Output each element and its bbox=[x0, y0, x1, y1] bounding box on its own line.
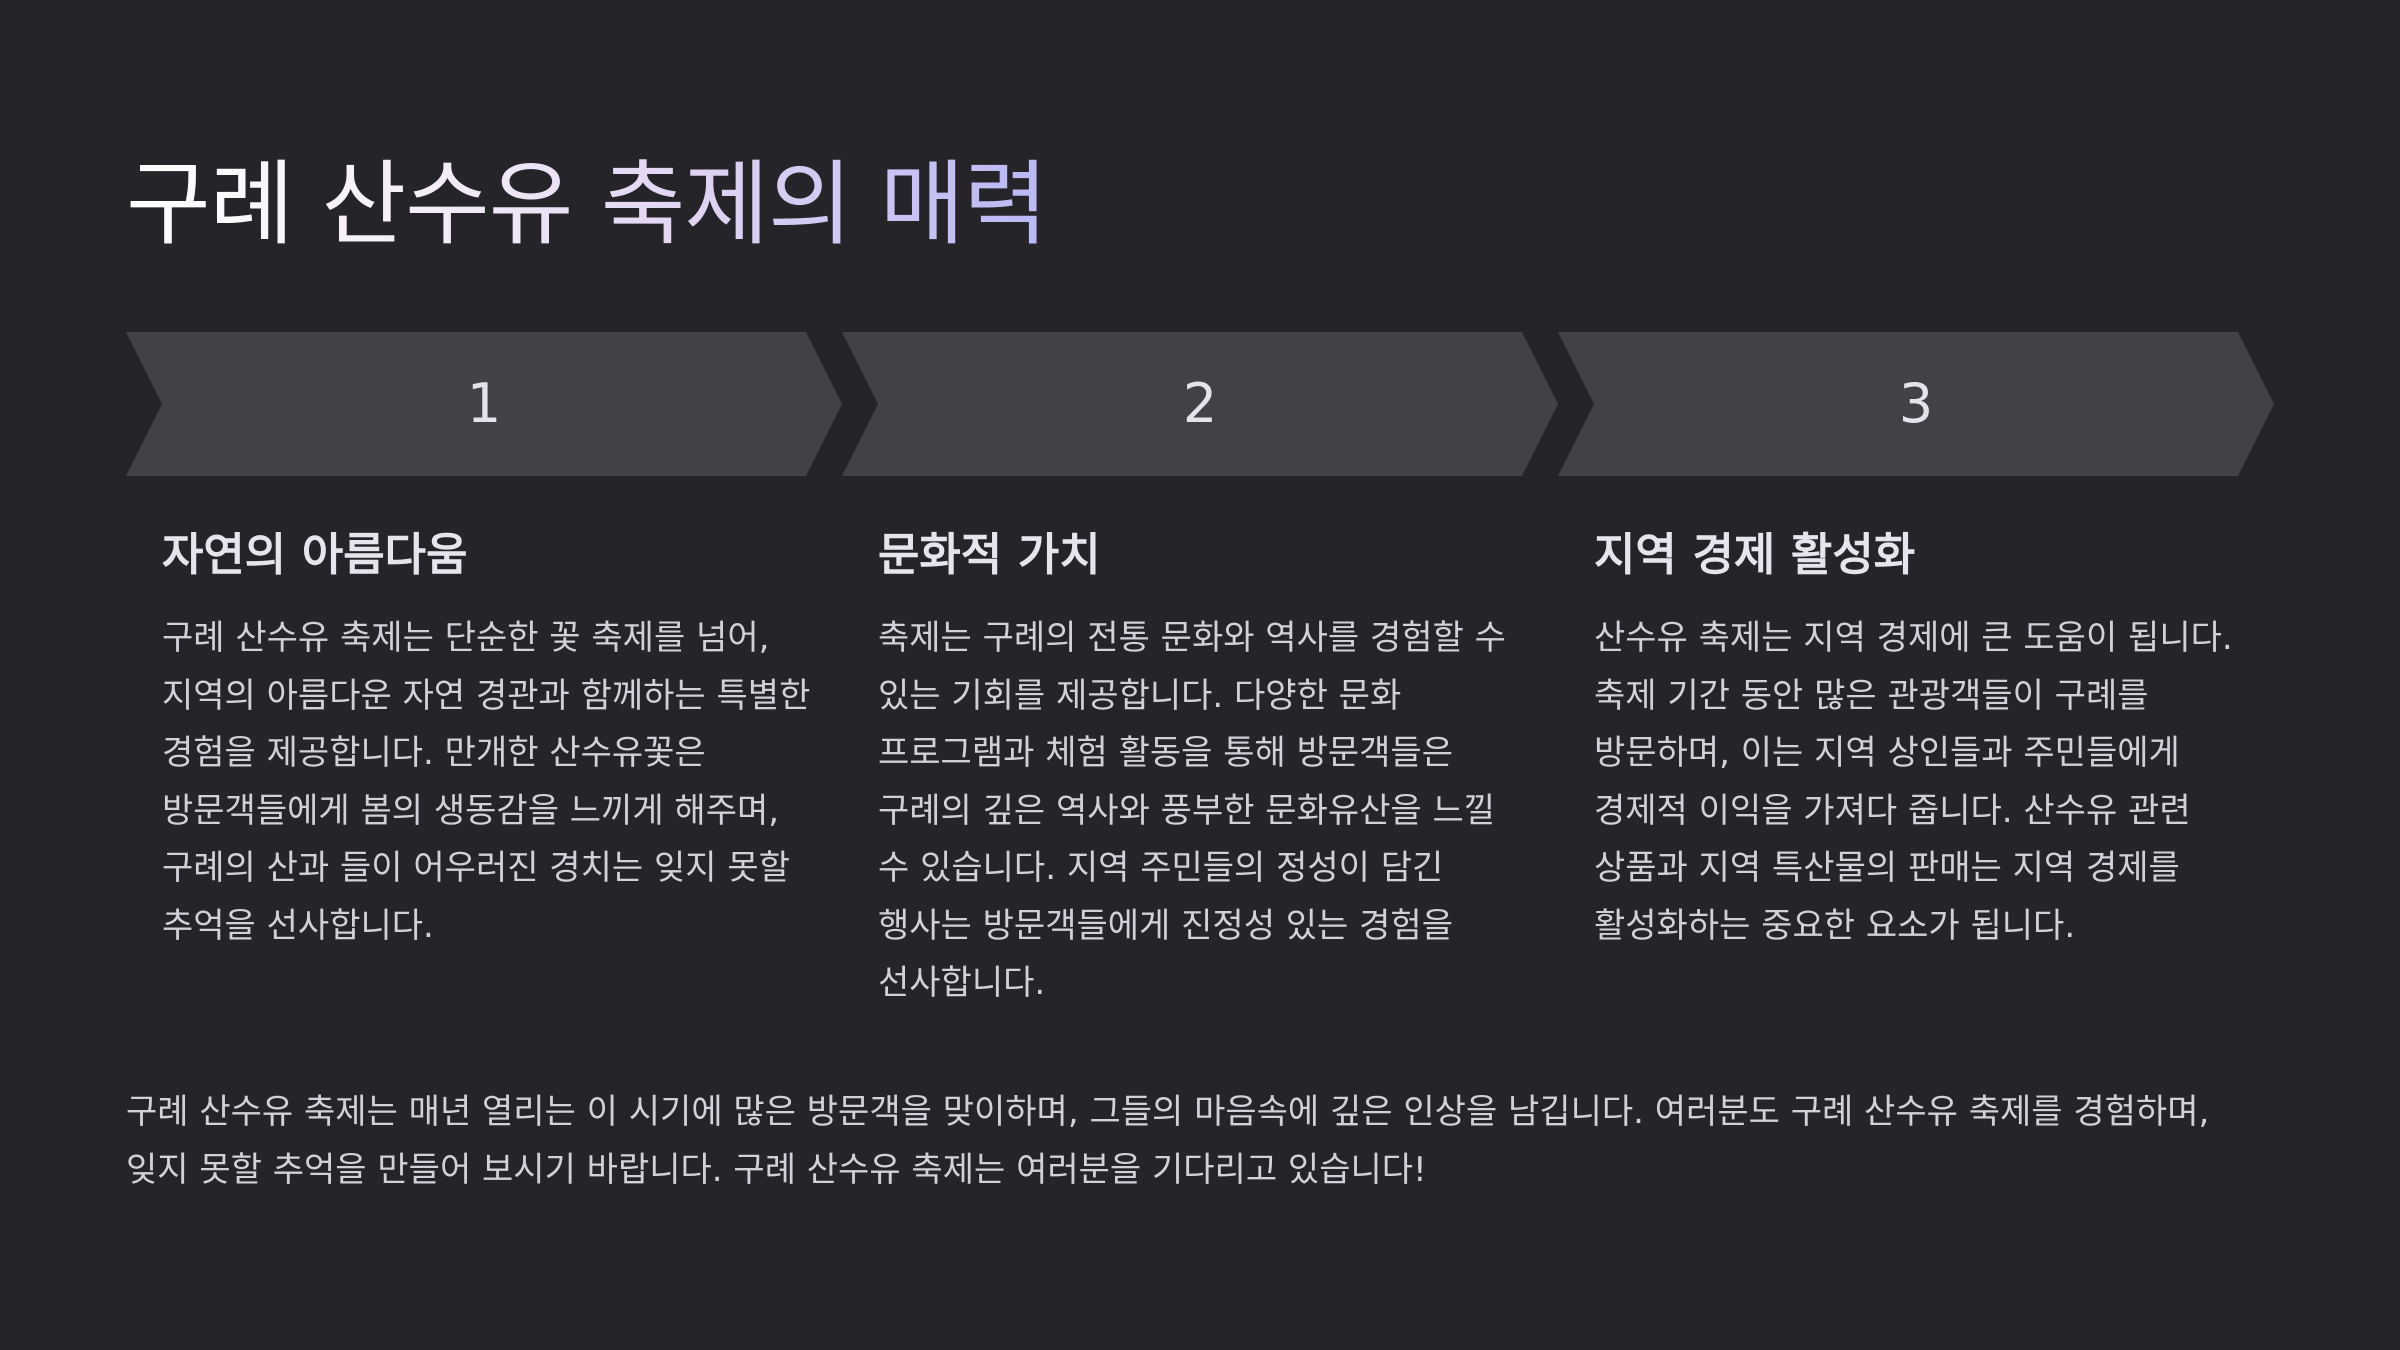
step-column-1: 자연의 아름다움 구례 산수유 축제는 단순한 꽃 축제를 넘어, 지역의 아름… bbox=[162, 520, 812, 955]
chevron-shape bbox=[842, 332, 1558, 476]
step-arrow-3: 3 bbox=[1558, 332, 2274, 476]
step-description: 산수유 축제는 지역 경제에 큰 도움이 됩니다. 축제 기간 동안 많은 관광… bbox=[1594, 618, 2233, 946]
step-arrow-2: 2 bbox=[842, 332, 1558, 476]
closing-paragraph: 구례 산수유 축제는 매년 열리는 이 시기에 많은 방문객을 맞이하며, 그들… bbox=[126, 1092, 2210, 1190]
step-heading: 자연의 아름다움 bbox=[162, 528, 468, 581]
chevron-shape bbox=[126, 332, 842, 476]
step-heading: 문화적 가치 bbox=[878, 528, 1101, 581]
step-description: 구례 산수유 축제는 단순한 꽃 축제를 넘어, 지역의 아름다운 자연 경관과… bbox=[162, 618, 811, 946]
step-column-3: 지역 경제 활성화 산수유 축제는 지역 경제에 큰 도움이 됩니다. 축제 기… bbox=[1594, 520, 2244, 955]
step-description: 축제는 구례의 전통 문화와 역사를 경험할 수 있는 기회를 제공합니다. 다… bbox=[878, 618, 1506, 1003]
slide-title: 구례 산수유 축제의 매력 bbox=[126, 140, 1048, 270]
chevron-shape bbox=[1558, 332, 2274, 476]
step-arrows: 1 2 3 bbox=[126, 332, 2274, 476]
step-heading: 지역 경제 활성화 bbox=[1594, 528, 1916, 581]
step-arrow-1: 1 bbox=[126, 332, 842, 476]
step-column-2: 문화적 가치 축제는 구례의 전통 문화와 역사를 경험할 수 있는 기회를 제… bbox=[878, 520, 1528, 1013]
step-number: 1 bbox=[466, 372, 502, 435]
step-number: 3 bbox=[1898, 372, 1934, 435]
step-number: 2 bbox=[1182, 372, 1218, 435]
